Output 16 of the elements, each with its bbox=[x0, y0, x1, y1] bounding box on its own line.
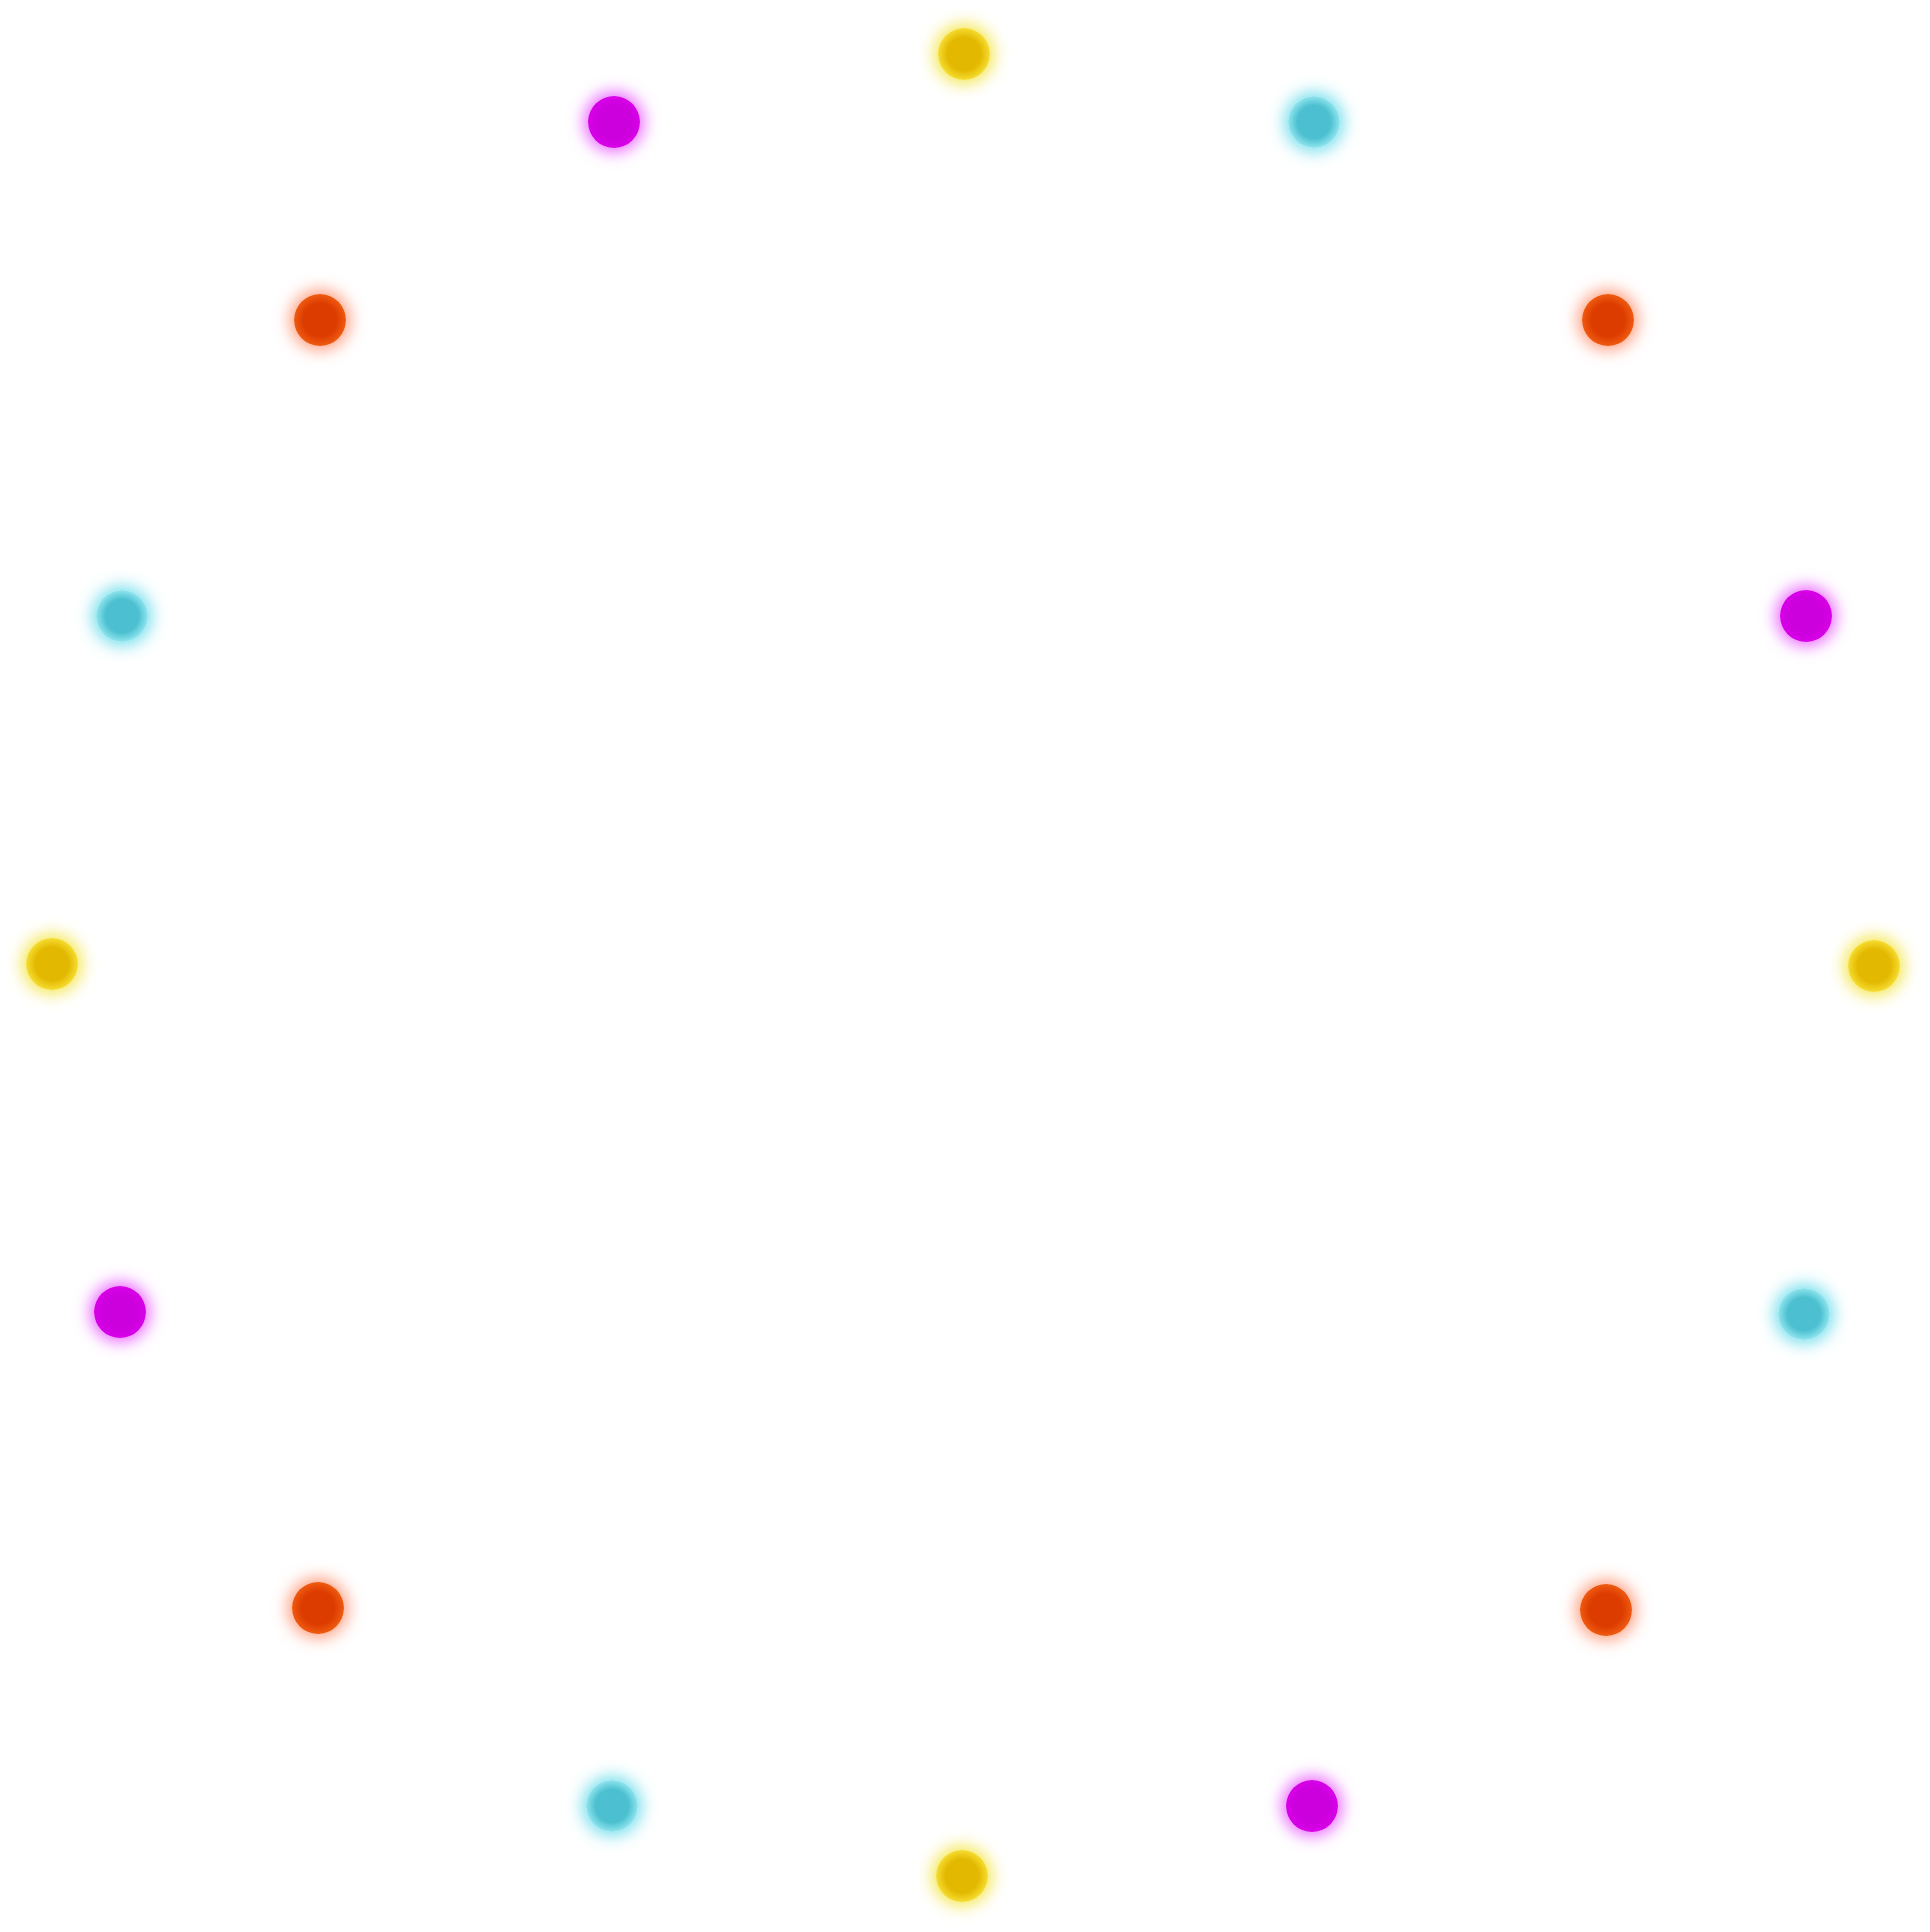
glow-dot bbox=[1780, 590, 1832, 642]
glow-dot bbox=[26, 938, 78, 990]
glow-dot bbox=[586, 1780, 638, 1832]
glow-dot bbox=[1582, 294, 1634, 346]
glow-dot bbox=[96, 590, 148, 642]
glow-dot bbox=[938, 28, 990, 80]
glow-dot bbox=[1286, 1780, 1338, 1832]
glow-dot bbox=[1288, 96, 1340, 148]
glow-dot bbox=[1778, 1288, 1830, 1340]
glow-dot bbox=[588, 96, 640, 148]
glow-dot bbox=[294, 294, 346, 346]
glow-dot bbox=[292, 1582, 344, 1634]
glow-dot bbox=[1848, 940, 1900, 992]
glow-dot bbox=[94, 1286, 146, 1338]
glow-dot bbox=[936, 1850, 988, 1902]
glow-dot bbox=[1580, 1584, 1632, 1636]
